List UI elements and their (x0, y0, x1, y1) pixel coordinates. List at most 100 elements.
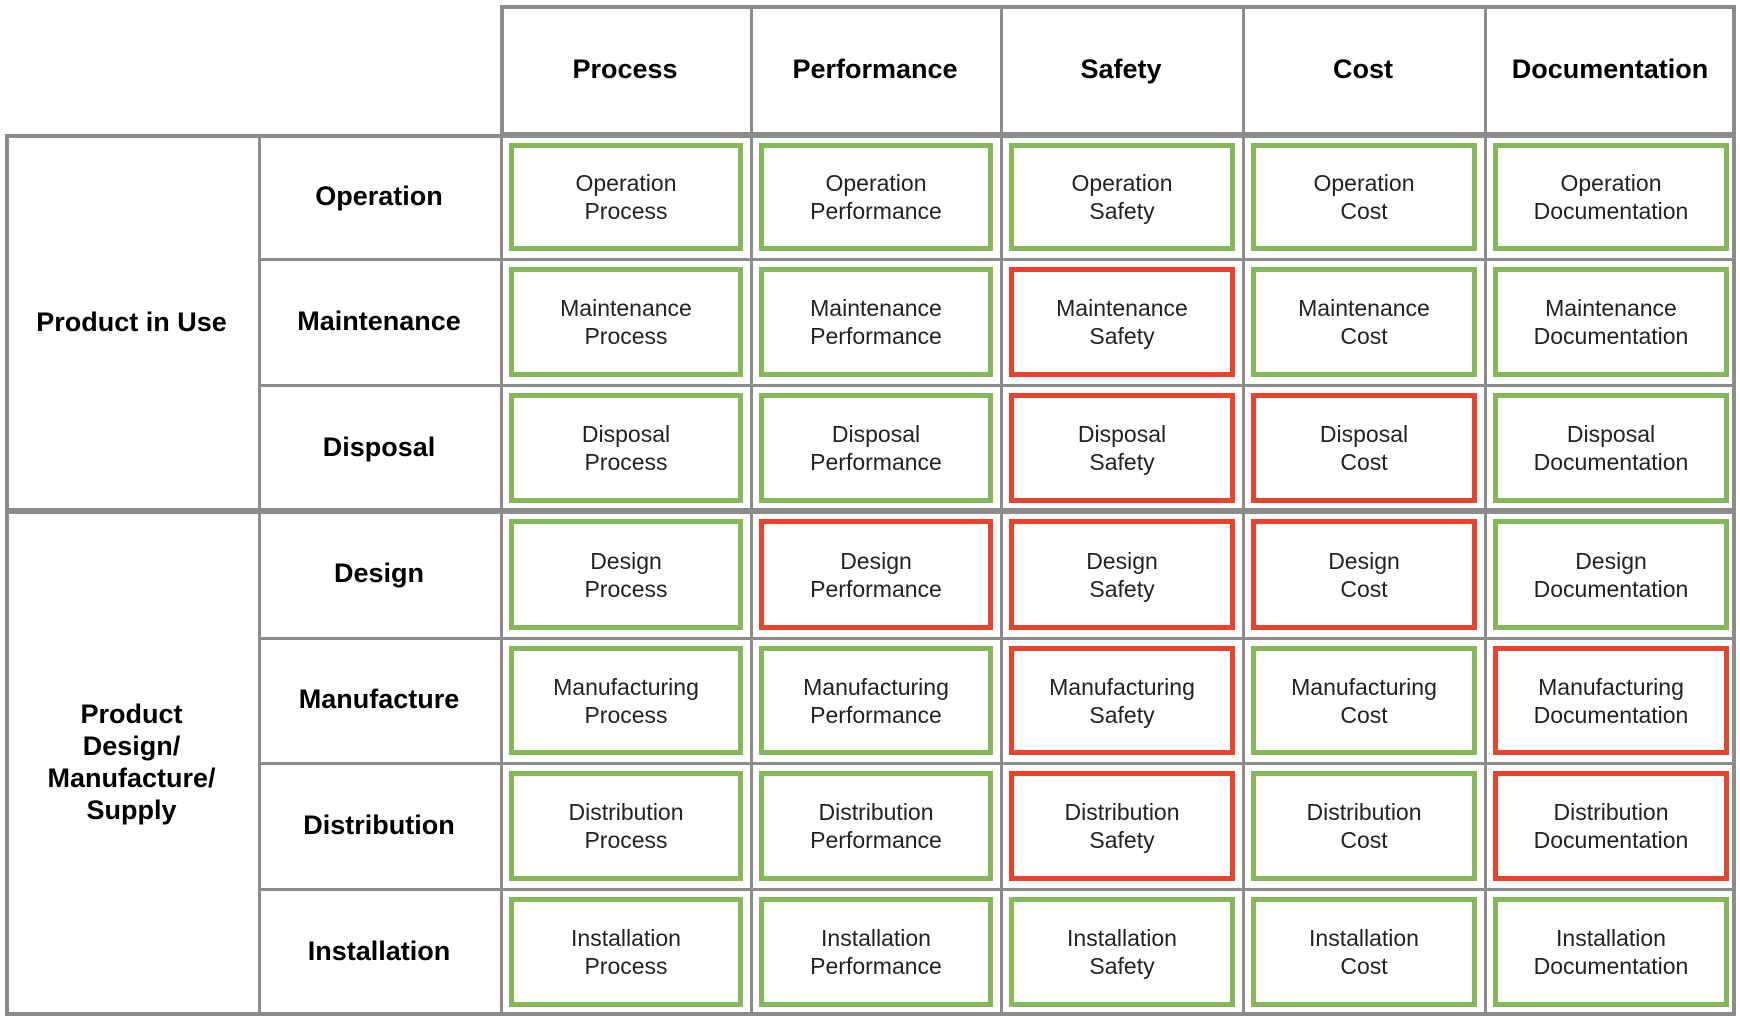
column-header-documentation: Documentation (1511, 54, 1709, 84)
column-divider (750, 5, 753, 1014)
cell-label-line2: Process (584, 701, 668, 728)
cell-label-line1: Manufacturing (1538, 673, 1684, 700)
cell-label-line2: Safety (1089, 575, 1155, 602)
row-header-manufacture: Manufacture (298, 684, 460, 714)
group-header-product-in-use: Product in Use (36, 307, 227, 337)
cell-label-line1: Operation (1313, 170, 1415, 196)
row-header-maintenance: Maintenance (297, 305, 461, 336)
cell-label-line2: Documentation (1533, 198, 1689, 224)
cell-label-line1: Operation (1071, 170, 1173, 196)
cell-label-line1: Maintenance (560, 295, 692, 321)
row-header-distribution: Distribution (303, 809, 455, 840)
cell-label-line2: Performance (810, 323, 942, 349)
cell-label-line2: Cost (1340, 198, 1388, 224)
column-divider (1000, 5, 1003, 1014)
column-header-performance: Performance (792, 54, 958, 84)
row-divider (258, 637, 1736, 640)
column-divider (1242, 5, 1245, 1014)
cell-label-line1: Operation (575, 170, 677, 196)
row-divider (258, 762, 1736, 765)
cell-label-line2: Documentation (1533, 953, 1689, 979)
cell-label-line1: Manufacturing (553, 673, 699, 700)
cell-label-line2: Cost (1340, 323, 1388, 349)
cell-label-line1: Maintenance (1545, 295, 1677, 321)
cell-label-line1: Design (590, 547, 662, 574)
cell-label-line2: Process (584, 575, 668, 602)
cell-label-line2: Cost (1340, 953, 1388, 979)
cell-label-line1: Distribution (1064, 799, 1180, 825)
group-divider (258, 134, 261, 1014)
cell-label-line2: Process (584, 827, 668, 853)
column-header-process: Process (572, 54, 678, 84)
cell-label-line2: Process (584, 323, 668, 349)
cell-label-line1: Manufacturing (1049, 673, 1195, 700)
cell-label-line1: Installation (821, 925, 931, 951)
row-divider (258, 384, 1736, 387)
cell-label-line1: Design (840, 547, 912, 574)
cell-label-line2: Documentation (1533, 323, 1689, 349)
cell-label-line1: Design (1328, 547, 1400, 574)
cell-label-line2: Documentation (1533, 701, 1689, 728)
cell-label-line1: Design (1575, 547, 1647, 574)
cell-label-line2: Documentation (1533, 827, 1689, 853)
row-divider (258, 888, 1736, 891)
cell-label-line2: Process (584, 449, 668, 475)
cell-label-line2: Safety (1089, 701, 1155, 728)
cell-label-line1: Disposal (1077, 421, 1167, 447)
cell-label-line2: Performance (810, 198, 942, 224)
column-divider (1484, 5, 1487, 1014)
cell-label-line2: Cost (1340, 449, 1388, 475)
cell-label-line1: Installation (1067, 925, 1177, 951)
cell-label-line1: Manufacturing (1291, 673, 1437, 700)
cell-label-line1: Distribution (1306, 799, 1422, 825)
cell-label-line1: Disposal (581, 421, 671, 447)
cell-label-line2: Performance (810, 827, 942, 853)
cell-label-line1: Installation (571, 925, 681, 951)
row-header-design: Design (333, 558, 425, 588)
cell-label-line2: Performance (810, 575, 942, 602)
cell-label-line2: Safety (1089, 198, 1155, 224)
cell-label-line2: Cost (1340, 575, 1388, 602)
cell-label-line1: Maintenance (1298, 295, 1430, 321)
cell-label-line1: Manufacturing (803, 673, 949, 700)
cell-label-line1: Disposal (831, 421, 921, 447)
row-header-disposal: Disposal (322, 431, 436, 462)
cell-label-line1: Distribution (568, 799, 684, 825)
cell-label-line2: Performance (810, 701, 942, 728)
cell-label-line1: Installation (1556, 925, 1666, 951)
cell-label-line1: Operation (1560, 170, 1662, 196)
cell-label-line2: Cost (1340, 827, 1388, 853)
cell-label-line2: Safety (1089, 449, 1155, 475)
cell-label-line2: Documentation (1533, 449, 1689, 475)
cell-label-line1: Installation (1309, 925, 1419, 951)
cell-label-line1: Distribution (1553, 799, 1669, 825)
